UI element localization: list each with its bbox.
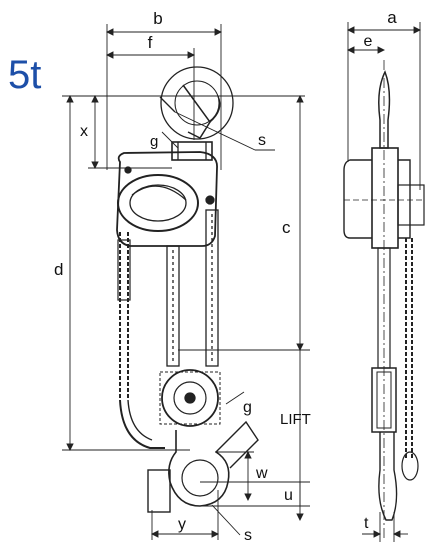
dim-label-a: a xyxy=(387,8,397,27)
hoist-body xyxy=(116,151,218,247)
dim-label-w: w xyxy=(255,465,268,482)
load-chain xyxy=(166,209,219,367)
bottom-hook xyxy=(147,420,259,513)
dimension-labels: b f a e x g s c d LIFT g w u y s t xyxy=(54,8,397,544)
front-dimensions xyxy=(62,24,310,540)
dim-label-d: d xyxy=(54,260,63,279)
dim-label-b: b xyxy=(153,9,162,28)
side-view xyxy=(343,60,425,540)
dim-label-c: c xyxy=(282,218,291,237)
dim-label-y: y xyxy=(178,516,186,533)
dim-label-g-top: g xyxy=(150,133,158,150)
dim-label-s-top: s xyxy=(258,132,266,149)
dim-label-e: e xyxy=(364,33,373,50)
dim-label-lift: LIFT xyxy=(280,411,311,428)
dim-label-s-bottom: s xyxy=(244,527,252,544)
upper-bracket xyxy=(171,141,213,161)
dim-label-f: f xyxy=(148,33,153,52)
front-view xyxy=(116,66,259,513)
dim-label-g-bottom: g xyxy=(243,399,252,416)
side-dimensions xyxy=(346,22,422,542)
top-hook xyxy=(159,66,234,140)
dim-label-x: x xyxy=(80,123,88,140)
capacity-label: 5t xyxy=(8,53,41,97)
dim-label-u: u xyxy=(284,487,293,504)
dim-label-t: t xyxy=(364,515,369,532)
bottom-block xyxy=(159,369,221,427)
hand-chain xyxy=(117,232,165,449)
